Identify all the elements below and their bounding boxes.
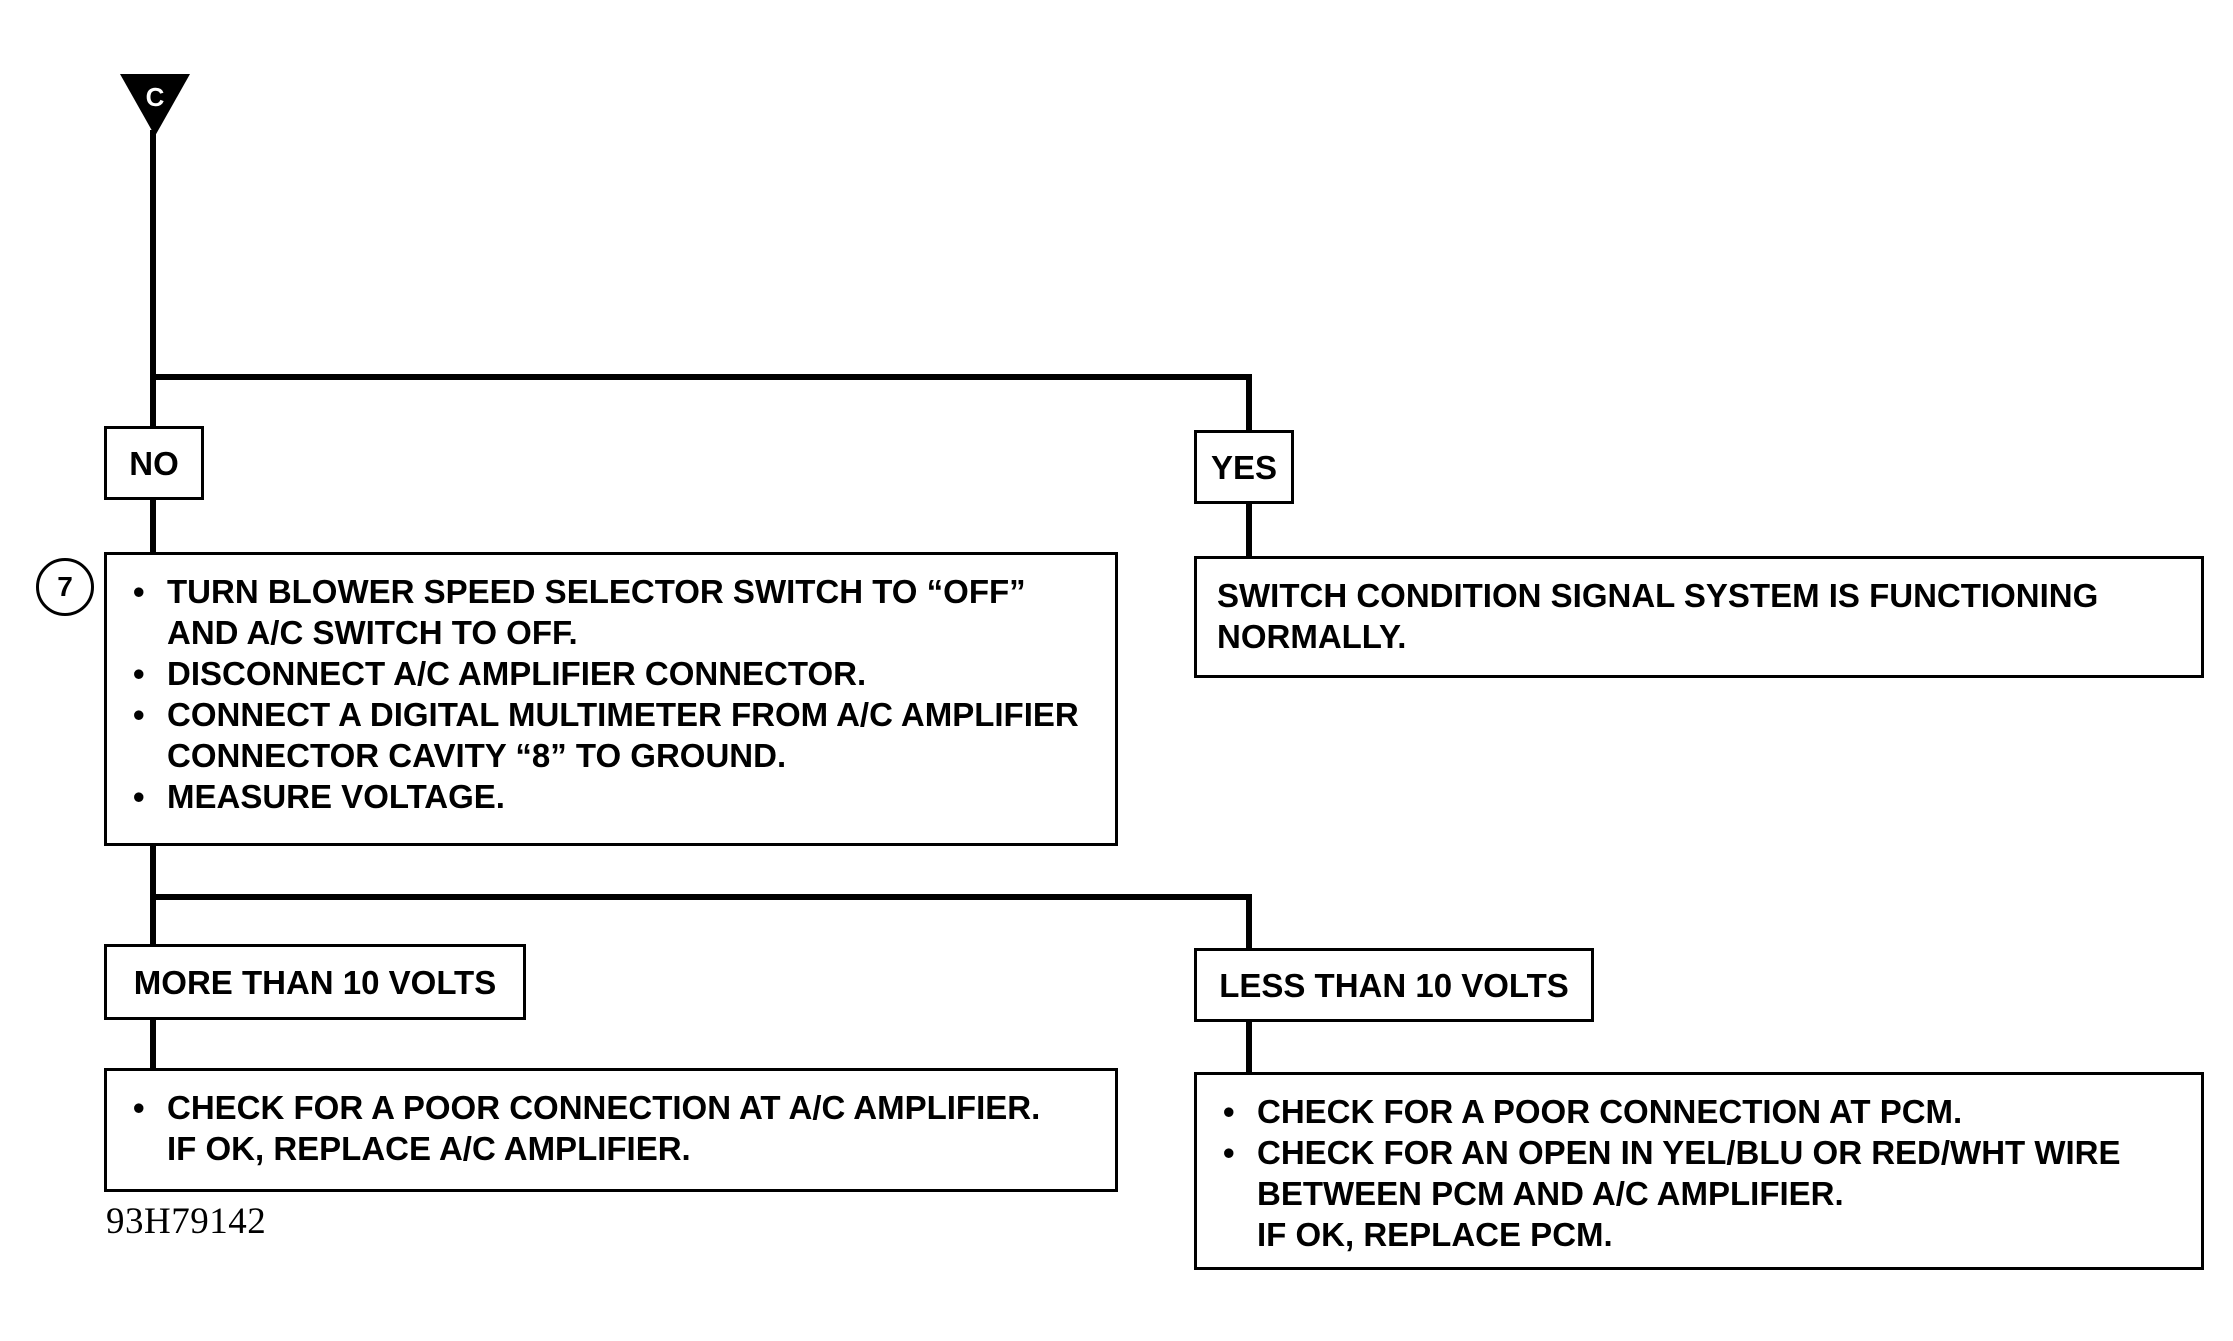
less-result-item: CHECK FOR A POOR CONNECTION AT PCM. <box>1217 1091 2181 1132</box>
yes-result-box: SWITCH CONDITION SIGNAL SYSTEM IS FUNCTI… <box>1194 556 2204 678</box>
step-instruction-item: DISCONNECT A/C AMPLIFIER CONNECTOR. <box>127 653 1095 694</box>
step-instruction-item: CONNECT A DIGITAL MULTIMETER FROM A/C AM… <box>127 694 1095 776</box>
flow-line-no-to-step <box>150 496 156 556</box>
flow-line-more-to-result <box>150 1016 156 1072</box>
figure-id: 93H79142 <box>106 1201 267 1242</box>
step-number-badge: 7 <box>36 558 94 616</box>
more-label-text: MORE THAN 10 VOLTS <box>133 963 497 1001</box>
more-than-10-volts-label: MORE THAN 10 VOLTS <box>104 944 526 1020</box>
flow-line-main-vertical <box>150 130 156 426</box>
less-result-list: CHECK FOR A POOR CONNECTION AT PCM. CHEC… <box>1217 1091 2181 1255</box>
step-instruction-item: MEASURE VOLTAGE. <box>127 776 1095 817</box>
less-result-box: CHECK FOR A POOR CONNECTION AT PCM. CHEC… <box>1194 1072 2204 1270</box>
more-result-box: CHECK FOR A POOR CONNECTION AT A/C AMPLI… <box>104 1068 1118 1192</box>
less-result-item: CHECK FOR AN OPEN IN YEL/BLU OR RED/WHT … <box>1217 1132 2181 1255</box>
flow-line-less-vertical <box>1246 894 1252 950</box>
step-instruction-item: TURN BLOWER SPEED SELECTOR SWITCH TO “OF… <box>127 571 1095 653</box>
no-label-text: NO <box>129 444 179 482</box>
yes-result-line: NORMALLY. <box>1217 618 1407 655</box>
connector-c-icon: C <box>120 74 190 136</box>
more-result-list: CHECK FOR A POOR CONNECTION AT A/C AMPLI… <box>127 1087 1095 1169</box>
flow-line-yes-to-result <box>1246 500 1252 558</box>
less-label-text: LESS THAN 10 VOLTS <box>1219 966 1569 1004</box>
yes-label: YES <box>1194 430 1294 504</box>
yes-label-text: YES <box>1210 448 1278 486</box>
connector-c-letter: C <box>146 82 165 112</box>
step-number-text: 7 <box>57 571 73 602</box>
no-label: NO <box>104 426 204 500</box>
yes-result-line: SWITCH CONDITION SIGNAL SYSTEM IS FUNCTI… <box>1217 577 2099 614</box>
more-result-item: CHECK FOR A POOR CONNECTION AT A/C AMPLI… <box>127 1087 1095 1169</box>
less-than-10-volts-label: LESS THAN 10 VOLTS <box>1194 948 1594 1022</box>
flow-line-branch2-horizontal <box>150 894 1252 900</box>
step-instructions-list: TURN BLOWER SPEED SELECTOR SWITCH TO “OF… <box>127 571 1095 817</box>
flow-line-less-to-result <box>1246 1018 1252 1074</box>
flow-line-branch1-horizontal <box>150 374 1252 380</box>
step-instructions-box: TURN BLOWER SPEED SELECTOR SWITCH TO “OF… <box>104 552 1118 846</box>
flow-line-yes-vertical <box>1246 374 1252 432</box>
